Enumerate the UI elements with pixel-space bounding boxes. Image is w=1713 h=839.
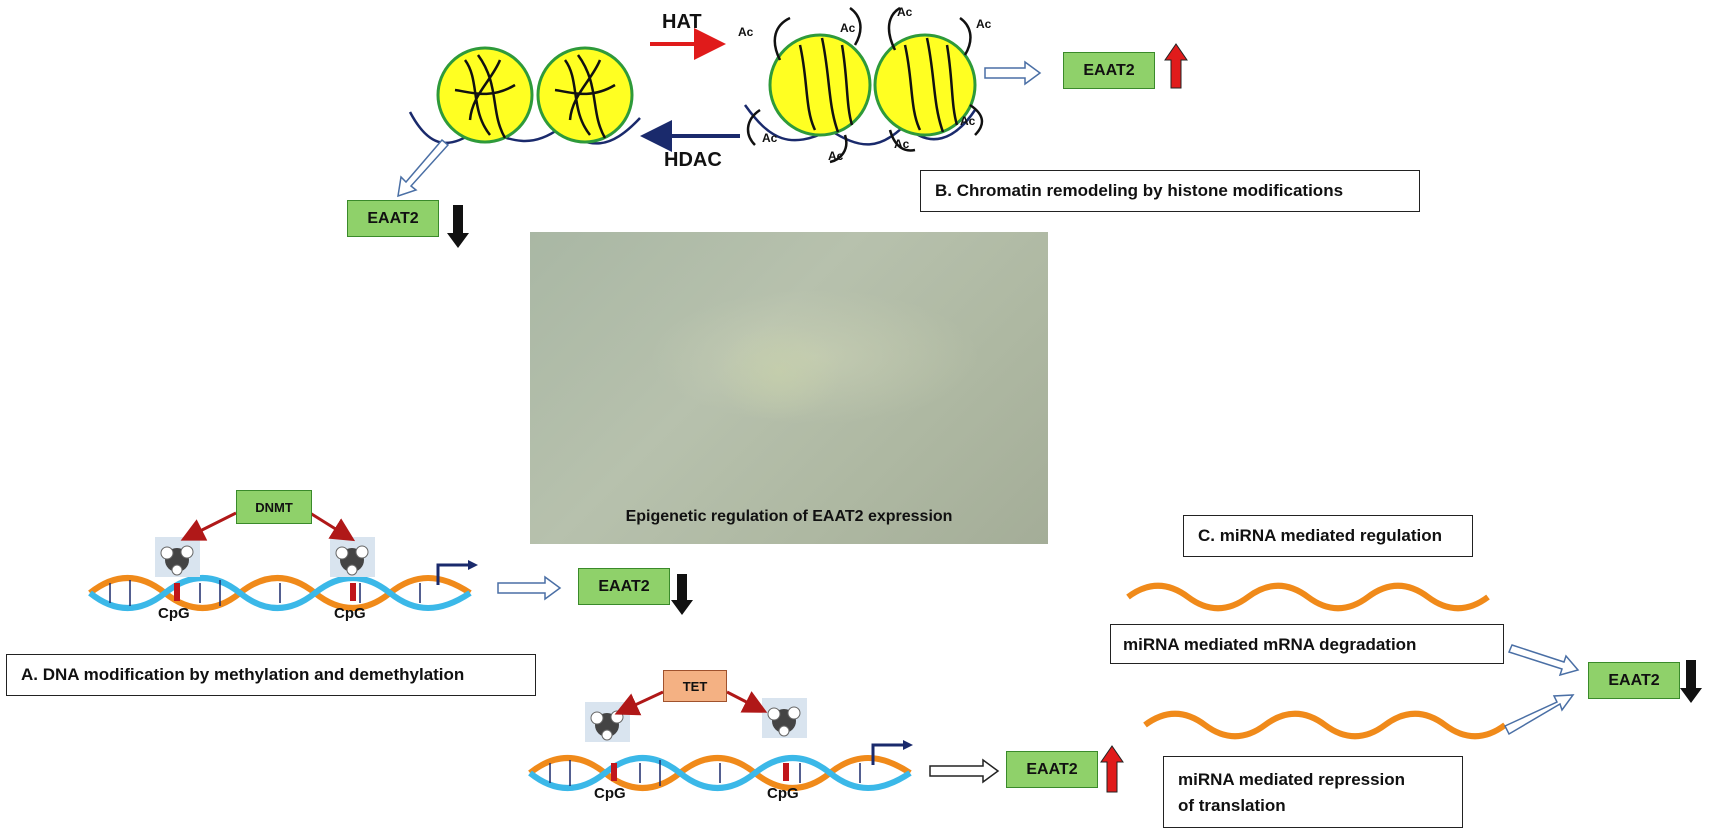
open-chromatin [743, 6, 984, 164]
condensed-chromatin [408, 46, 641, 145]
dnmt-arrow [309, 511, 356, 542]
dnmt-arrow [180, 511, 237, 541]
tet-arrow [726, 690, 768, 713]
eaat2-box-middle: EAAT2 [578, 568, 670, 605]
cpg-label: CpG [594, 785, 626, 802]
cpg-label: CpG [767, 785, 799, 802]
tet-arrow [614, 690, 664, 716]
methyl-group-icon [767, 706, 801, 737]
mirna-repression-line2: of translation [1178, 796, 1286, 815]
eaat2-box-top-right: EAAT2 [1063, 52, 1155, 89]
hollow-arrow [984, 60, 1042, 86]
hdac-label: HDAC [664, 149, 722, 171]
section-c-label: C. miRNA mediated regulation [1183, 515, 1473, 557]
tet-box: TET [663, 670, 727, 702]
acetyl-mark: Ac [894, 137, 910, 151]
cpg-label: CpG [334, 605, 366, 622]
mirna-strand [1143, 710, 1507, 740]
methyl-group-icon [160, 545, 194, 576]
hollow-arrow [1503, 694, 1575, 736]
acetyl-mark: Ac [897, 5, 913, 19]
astrocyte-micrograph: Epigenetic regulation of EAAT2 expressio… [530, 232, 1048, 544]
eaat2-box-top-left: EAAT2 [347, 200, 439, 237]
mirna-repression-line1: miRNA mediated repression [1178, 770, 1406, 789]
acetyl-mark: Ac [738, 25, 754, 39]
down-arrow-icon [447, 205, 469, 248]
down-arrow-icon [1680, 660, 1702, 703]
section-a-label: A. DNA modification by methylation and d… [6, 654, 536, 696]
acetyl-mark: Ac [960, 114, 976, 128]
dna-helix-methylated [88, 560, 478, 611]
figure-title: Epigenetic regulation of EAAT2 expressio… [625, 508, 953, 525]
section-b-label: B. Chromatin remodeling by histone modif… [920, 170, 1420, 212]
acetyl-mark: Ac [828, 149, 844, 163]
hollow-arrow [497, 575, 562, 601]
hollow-arrow [1507, 644, 1580, 677]
cpg-label: CpG [158, 605, 190, 622]
eaat2-box-bottom: EAAT2 [1006, 751, 1098, 788]
up-arrow-icon [1100, 745, 1124, 793]
mirna-degradation-label: miRNA mediated mRNA degradation [1110, 624, 1504, 664]
acetyl-mark: Ac [762, 131, 778, 145]
mirna-repression-label: miRNA mediated repression of translation [1163, 756, 1463, 828]
dnmt-box: DNMT [236, 490, 312, 524]
down-arrow-icon [671, 574, 693, 615]
hollow-arrow [929, 758, 1000, 784]
eaat2-box-mirna: EAAT2 [1588, 662, 1680, 699]
dna-helix-demethylated [528, 740, 913, 791]
methyl-group-icon [335, 545, 369, 576]
acetyl-mark: Ac [840, 21, 856, 35]
acetyl-mark: Ac [976, 17, 992, 31]
mirna-strand [1126, 582, 1490, 612]
hollow-arrow [397, 138, 450, 198]
hat-label: HAT [662, 11, 702, 33]
up-arrow-icon [1164, 43, 1188, 89]
